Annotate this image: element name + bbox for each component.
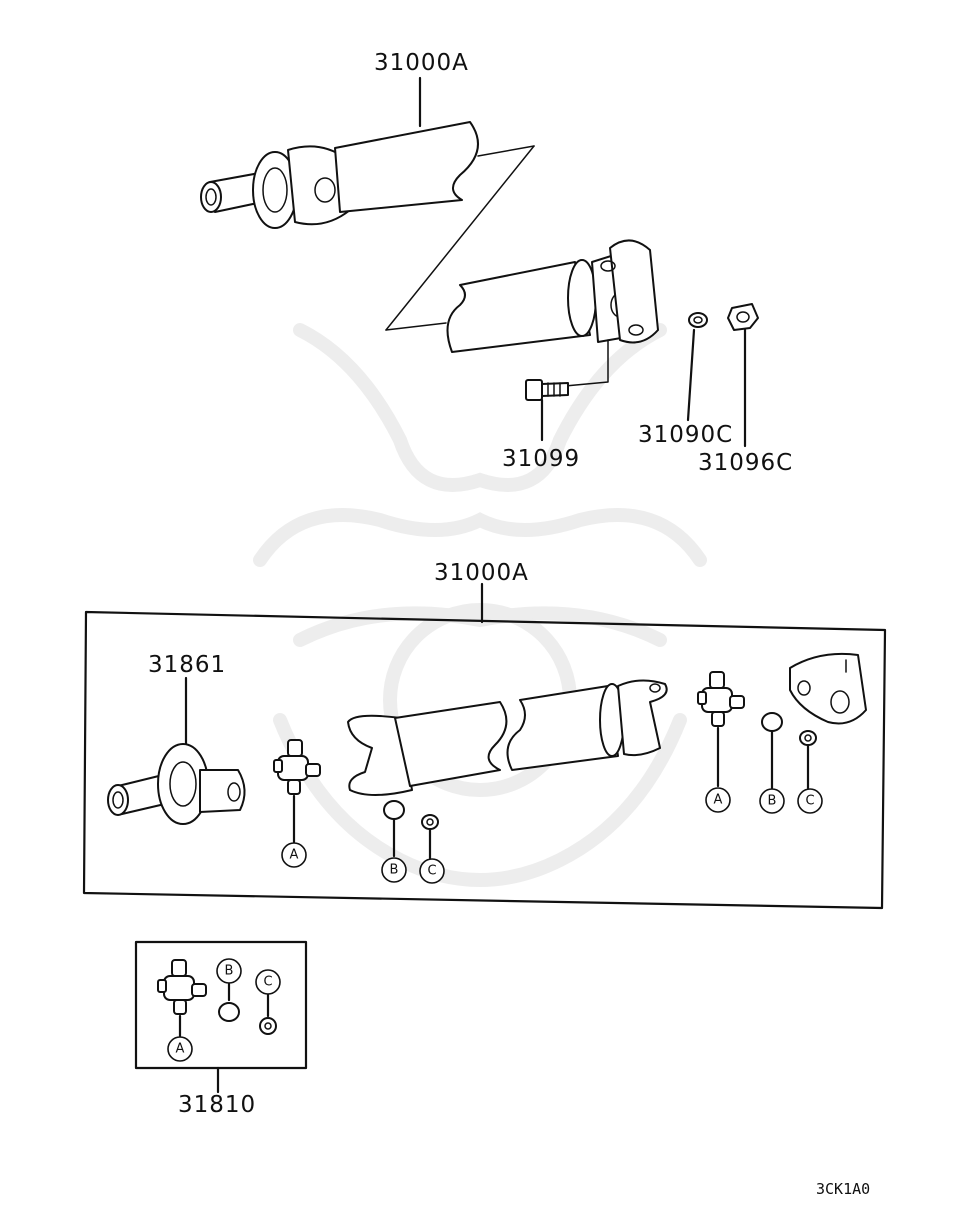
break-lines xyxy=(385,145,535,331)
label-nut: 31096C xyxy=(698,450,793,476)
label-washer: 31090C xyxy=(638,422,733,448)
callout-b-right: B xyxy=(759,788,785,814)
callout-c-kit: C xyxy=(255,969,281,995)
clip-c-right xyxy=(799,730,817,790)
svg-text:C: C xyxy=(805,794,814,809)
label-center-bearing: 31861 xyxy=(148,652,226,678)
callout-a-left: A xyxy=(281,842,307,868)
joint-kit-frame xyxy=(134,940,308,1094)
svg-text:B: B xyxy=(390,863,399,878)
svg-text:A: A xyxy=(290,848,299,863)
label-bolt: 31099 xyxy=(502,446,580,472)
bolt-31099 xyxy=(525,379,569,442)
center-bearing-31861 xyxy=(107,676,246,825)
callout-c-right: C xyxy=(797,788,823,814)
label-top-assembly: 31000A xyxy=(374,50,469,76)
kit-clip xyxy=(259,992,277,1035)
main-shaft-tube xyxy=(347,679,668,796)
lower-assembly-frame xyxy=(82,582,887,910)
top-shaft-front xyxy=(200,76,479,229)
svg-text:A: A xyxy=(714,793,723,808)
callout-a-kit: A xyxy=(167,1036,193,1062)
label-lower-assembly: 31000A xyxy=(434,560,529,586)
kit-joint-cross xyxy=(157,959,207,1038)
nut-31096c xyxy=(727,303,759,448)
kit-cap xyxy=(218,982,240,1022)
svg-text:B: B xyxy=(768,794,777,809)
diagram-code: 3CK1A0 xyxy=(816,1180,870,1198)
svg-text:C: C xyxy=(427,864,436,879)
rear-flange xyxy=(789,652,867,725)
cap-b-right xyxy=(761,712,783,790)
svg-text:B: B xyxy=(225,964,234,979)
cap-b-left xyxy=(383,800,405,858)
svg-text:A: A xyxy=(176,1042,185,1057)
callout-a-right: A xyxy=(705,787,731,813)
top-shaft-rear xyxy=(446,239,659,387)
clip-c-left xyxy=(421,814,439,860)
watermark-emblem xyxy=(253,323,707,887)
joint-cross-right xyxy=(697,671,745,788)
label-joint-kit: 31810 xyxy=(178,1092,256,1118)
callout-b-left: B xyxy=(381,857,407,883)
callout-b-kit: B xyxy=(216,958,242,984)
svg-text:C: C xyxy=(263,975,272,990)
joint-cross-left xyxy=(273,739,321,844)
callout-c-left: C xyxy=(419,858,445,884)
washer-31090c xyxy=(686,312,708,422)
